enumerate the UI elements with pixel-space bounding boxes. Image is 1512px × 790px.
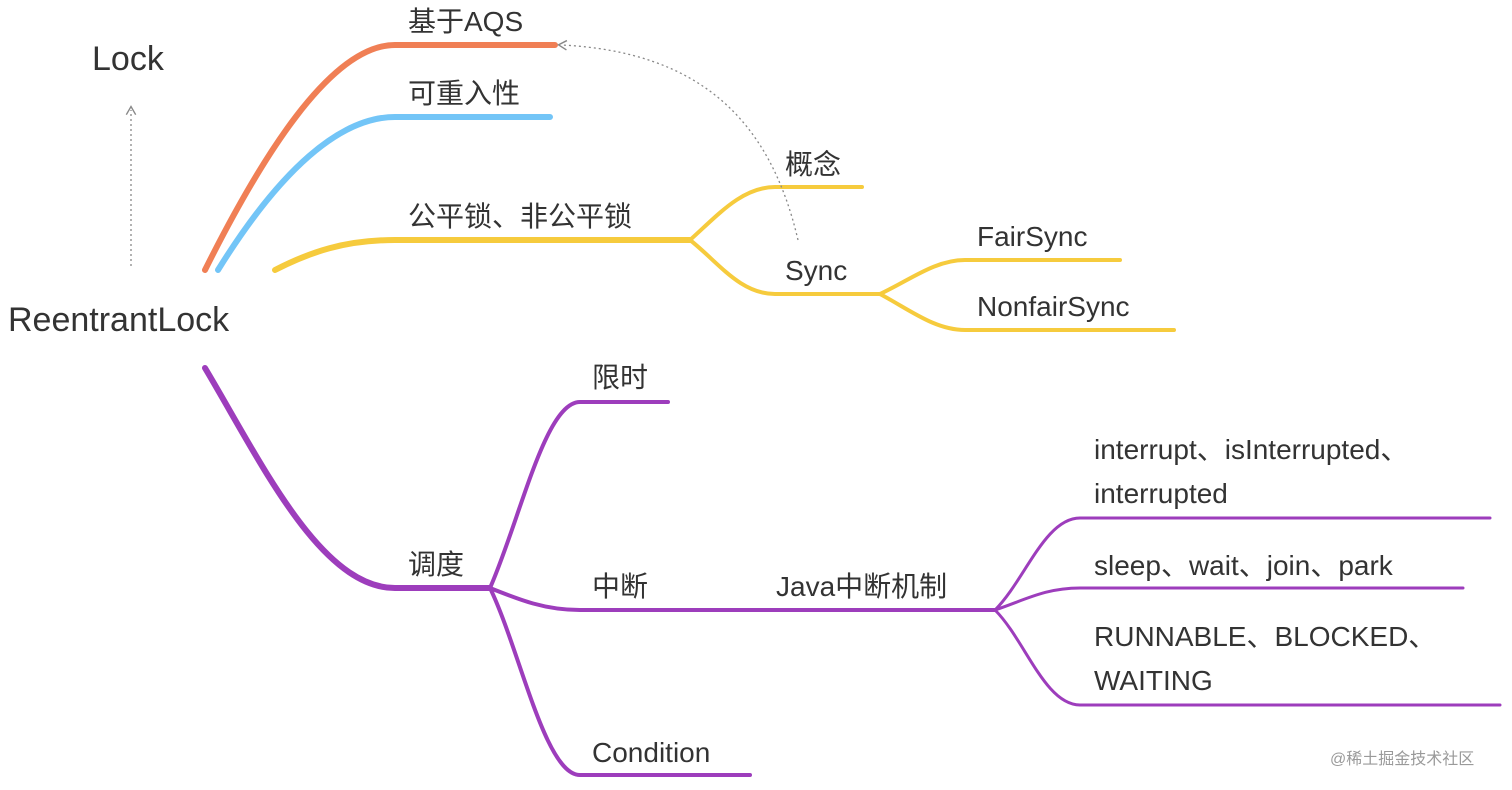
- interrupt-methods-line2: interrupted: [1094, 478, 1228, 509]
- scheduling-label: 调度: [408, 549, 464, 580]
- blocking-methods-label: sleep、wait、join、park: [1094, 550, 1394, 581]
- interrupt-label: 中断: [592, 571, 648, 602]
- condition-label: Condition: [592, 737, 710, 768]
- sync-label: Sync: [785, 255, 847, 286]
- branch-scheduling: [202, 365, 493, 591]
- fairness-label: 公平锁、非公平锁: [408, 201, 632, 232]
- thread-states-line1: RUNNABLE、BLOCKED、: [1094, 621, 1436, 652]
- nonfair-sync-label: NonfairSync: [977, 291, 1130, 322]
- branch-interrupt-methods: [993, 516, 1492, 612]
- branch-fairness: [272, 237, 693, 273]
- branch-blocking-methods: [993, 586, 1465, 612]
- branch-reentrant: [215, 114, 553, 273]
- java-interrupt-label: Java中断机制: [776, 571, 947, 602]
- timeout-label: 限时: [592, 362, 648, 393]
- branch-nonfair-sync: [878, 292, 1176, 332]
- branch-condition: [488, 586, 752, 777]
- branch-fair-sync: [878, 258, 1122, 296]
- aqs-label: 基于AQS: [408, 6, 523, 37]
- arrow-sync-to-aqs: [557, 39, 799, 241]
- interrupt-methods-line1: interrupt、isInterrupted、: [1094, 434, 1408, 465]
- branch-concept: [688, 185, 864, 242]
- watermark: @稀土掘金技术社区: [1330, 750, 1474, 768]
- concept-label: 概念: [785, 149, 841, 180]
- branch-thread-states: [993, 608, 1502, 707]
- fair-sync-label: FairSync: [977, 221, 1087, 252]
- branch-aqs: [202, 42, 558, 273]
- thread-states-line2: WAITING: [1094, 665, 1213, 696]
- reentrant-label: 可重入性: [408, 78, 520, 109]
- branch-interrupt: [488, 586, 997, 612]
- branch-sync: [688, 238, 882, 296]
- lock-label: Lock: [92, 40, 165, 78]
- branch-timeout: [488, 400, 670, 590]
- root-label: ReentrantLock: [8, 301, 230, 339]
